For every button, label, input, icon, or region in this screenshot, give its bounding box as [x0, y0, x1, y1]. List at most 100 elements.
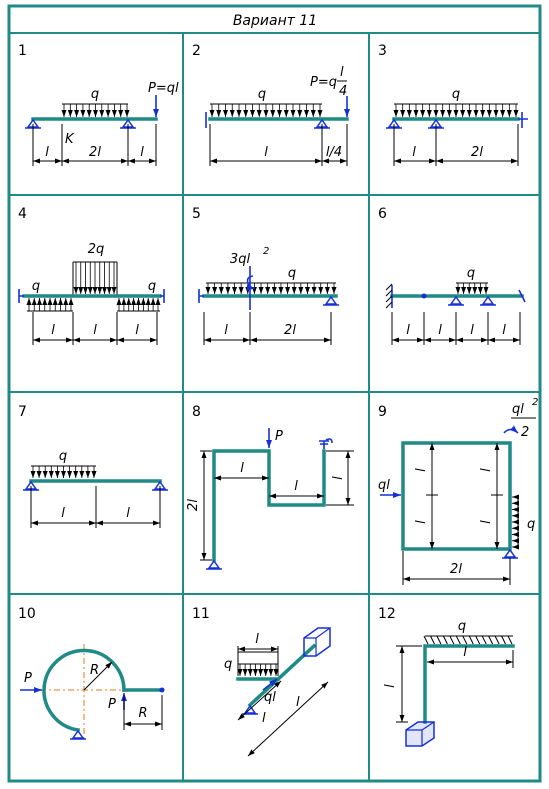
panel-8-force-label: P — [275, 429, 283, 444]
panel-3-right-support — [518, 112, 528, 128]
panel-4-2q-label: 2q — [88, 242, 105, 257]
panel-9-dim-l1: l — [414, 468, 429, 472]
load-hatch-line — [436, 635, 442, 645]
panel-6-support-1 — [447, 296, 465, 306]
panel-12-dim-horizontal: l — [463, 645, 467, 660]
panel-3-dimensions: l 2l — [393, 124, 519, 166]
panel-12-fixed-box — [405, 721, 435, 747]
panel-1-distributed-load — [61, 103, 130, 117]
panel-2-force-den: 4 — [339, 84, 347, 99]
panel-7-q-label: q — [59, 449, 67, 464]
panel-10-radius-line — [83, 661, 113, 691]
panel-10-diagram: P P R R — [20, 644, 165, 740]
panel-8-top-support-roller — [325, 438, 333, 444]
panel-2-q-label: q — [258, 87, 266, 102]
panel-number-3: 3 — [378, 43, 387, 59]
load-hatch-line — [449, 635, 455, 645]
panel-8-bottom-support — [205, 560, 223, 570]
panel-6-dim-l1: l — [406, 323, 410, 338]
panel-5-dimensions: l 2l — [203, 312, 332, 345]
load-hatch-line — [442, 635, 448, 645]
panel-9-force-label: ql — [378, 478, 390, 493]
panel-1-q-label: q — [91, 87, 99, 102]
load-hatch-line — [507, 635, 513, 645]
panel-10-force-left-label: P — [24, 671, 32, 686]
panel-9-dim-2l: 2l — [450, 562, 462, 577]
panel-5-diagram: 3ql 2 q l 2l — [198, 246, 340, 345]
panel-9-dim-l2: l — [414, 520, 429, 524]
panel-11-force-label: ql — [264, 690, 276, 705]
panel-4-diagram: 2q q q l l l — [18, 242, 165, 345]
panel-5-left-support — [198, 289, 204, 303]
panel-9-frame — [401, 441, 512, 551]
panel-number-8: 8 — [192, 404, 201, 420]
panel-8-dim-2l: 2l — [186, 499, 201, 511]
panel-6-dim-l2: l — [438, 323, 442, 338]
panel-7-dim-l1: l — [61, 506, 65, 521]
panel-8-dim-l1: l — [240, 461, 244, 476]
panel-number-5: 5 — [192, 206, 201, 222]
panel-1-dim-l2: 2l — [89, 145, 101, 160]
panel-4-q-right-label: q — [148, 279, 156, 294]
panel-number-7: 7 — [18, 404, 27, 420]
panel-8-top-support — [319, 440, 329, 449]
panel-4-dim-l3: l — [135, 323, 139, 338]
panel-8-diagram: P 2l l l l — [186, 428, 354, 570]
panel-6-dim-l3: l — [470, 323, 474, 338]
load-hatch-line — [488, 635, 494, 645]
panel-12-dim-vertical: l — [383, 684, 398, 688]
panel-10-radius-label: R — [90, 663, 99, 678]
load-hatch-line — [494, 635, 500, 645]
panel-6-support-2 — [479, 296, 497, 306]
panel-2-force-label: P=q — [310, 75, 337, 90]
panel-4-q-left-label: q — [32, 279, 40, 294]
panel-4-dim-l2: l — [93, 323, 97, 338]
load-hatch-line — [501, 635, 506, 645]
panel-10-force-up-label: P — [108, 697, 116, 712]
panel-9-q-label: q — [527, 517, 535, 532]
panel-5-q-label: q — [288, 266, 296, 281]
panel-12-frame — [423, 644, 515, 724]
panel-1-force-label: P=ql — [148, 81, 179, 96]
panel-number-1: 1 — [18, 43, 27, 59]
panel-4-dim-l1: l — [51, 323, 55, 338]
panel-9-dim-l3: l — [479, 468, 494, 472]
panel-6-right-end — [518, 289, 526, 303]
panel-4-left-support — [18, 289, 24, 303]
panel-number-6: 6 — [378, 206, 387, 222]
panel-12-top-load — [423, 635, 513, 645]
load-hatch-line — [430, 635, 435, 645]
panel-9-dimensions: l l l l 2l — [402, 443, 511, 585]
panel-8-dim-l2: l — [294, 479, 298, 494]
load-hatch-line — [462, 635, 468, 645]
panel-7-dimensions: l l — [30, 486, 161, 528]
panel-11-diagram: q l ql l l — [224, 627, 331, 757]
panel-7-diagram: q l l — [22, 449, 169, 528]
panel-6-dimensions: l l l l — [391, 312, 521, 345]
load-hatch-line — [423, 635, 429, 645]
panel-1-diagram: q P=ql K l 2l l — [24, 81, 179, 166]
panel-number-2: 2 — [192, 43, 201, 59]
panel-5-dim-l2: 2l — [284, 323, 296, 338]
panel-5-moment — [246, 275, 256, 291]
panel-5-dim-l1: l — [224, 323, 228, 338]
panel-1-dim-l1: l — [45, 145, 49, 160]
panel-10-end-point — [159, 687, 165, 693]
panel-number-11: 11 — [192, 606, 210, 622]
panel-3-q-label: q — [452, 87, 460, 102]
panel-2-force-num: l — [340, 65, 344, 80]
panel-8-dimensions: 2l l l l — [186, 450, 354, 561]
panel-11-dim-top: l — [255, 632, 259, 647]
panel-number-9: 9 — [378, 404, 387, 420]
panel-9-moment-exp: 2 — [532, 397, 538, 408]
outer-frame — [7, 4, 542, 783]
panel-3-diagram: q l 2l — [385, 87, 528, 166]
load-hatch-line — [481, 635, 487, 645]
panel-number-4: 4 — [18, 206, 27, 222]
load-hatch-line — [455, 635, 461, 645]
panel-5-moment-label: 3ql — [230, 252, 251, 267]
panel-12-q-label: q — [458, 619, 466, 634]
panel-12-diagram: q l l — [383, 619, 515, 747]
panel-9-bottom-support — [501, 549, 519, 559]
